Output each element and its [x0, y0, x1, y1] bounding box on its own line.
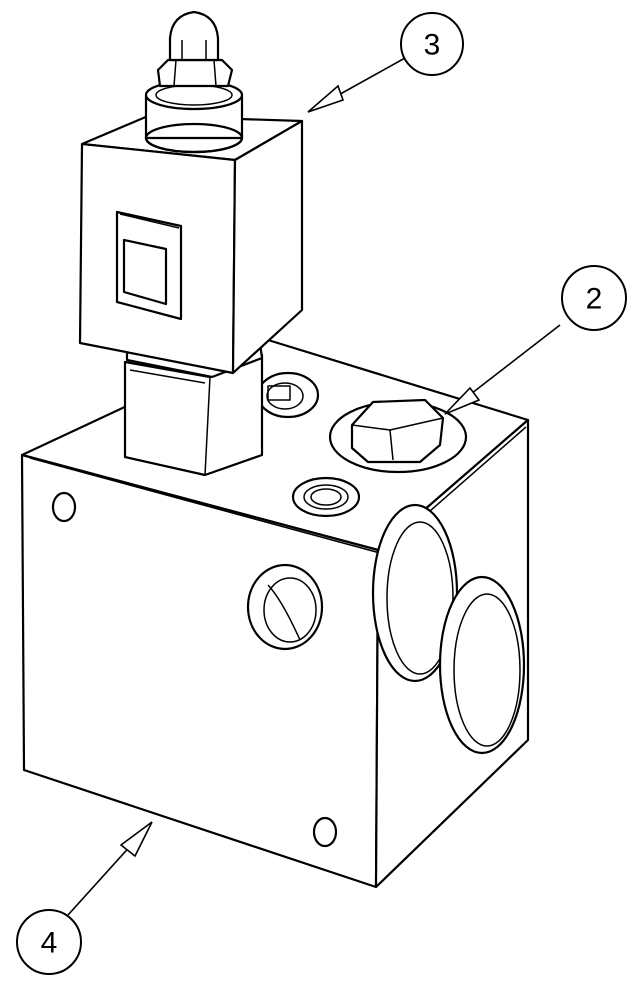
solenoid-coil — [80, 116, 302, 373]
callout-4-label: 4 — [41, 927, 58, 960]
callout-2-label: 2 — [586, 283, 603, 316]
leader-4 — [68, 822, 152, 915]
coil-retaining-nut — [146, 81, 242, 152]
right-face-port-lower — [440, 577, 524, 753]
callout-2-balloon: 2 — [562, 266, 626, 330]
adjusting-screw-hex — [158, 60, 232, 86]
top-face-port-left — [258, 373, 318, 417]
front-face-mount-hole-lower — [314, 818, 336, 846]
front-face-port — [248, 565, 322, 649]
leader-2 — [445, 325, 560, 414]
front-face-mount-hole-upper — [53, 493, 75, 521]
top-face-port-plug — [330, 400, 466, 472]
callout-4-balloon: 4 — [17, 910, 81, 974]
top-face-small-port — [293, 478, 359, 516]
callout-3-balloon: 3 — [401, 13, 463, 75]
acorn-cap — [170, 12, 218, 60]
callout-3-label: 3 — [424, 29, 441, 62]
leader-3 — [308, 58, 405, 112]
